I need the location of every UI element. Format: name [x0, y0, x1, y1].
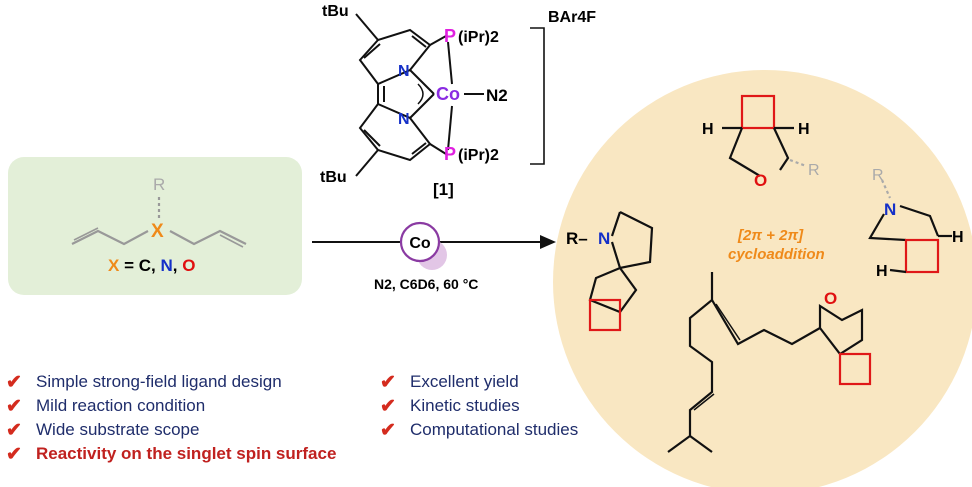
feature-item: ✔Kinetic studies	[380, 395, 520, 417]
compound-label: [1]	[433, 180, 454, 199]
iPr-top: (iPr)2	[458, 29, 499, 46]
checkmark-icon: ✔	[6, 419, 22, 441]
N-upper: N	[398, 63, 410, 80]
feature-item: ✔Computational studies	[380, 419, 579, 441]
co-catalyst-label: Co	[409, 235, 431, 252]
iPr-bottom: (iPr)2	[458, 147, 499, 164]
checkmark-icon: ✔	[380, 419, 396, 441]
Co-center: Co	[436, 84, 460, 104]
co-catalyst-circle	[399, 221, 441, 263]
carbene-arc	[417, 83, 424, 105]
substrate-box	[8, 157, 302, 295]
thf-H-left: H	[702, 121, 714, 138]
pyrrolidine-H-bottom: H	[876, 263, 888, 280]
feature-item: ✔Excellent yield	[380, 371, 519, 393]
substrate-legend: X = C, N, O	[108, 256, 195, 275]
checkmark-icon: ✔	[6, 371, 22, 393]
thf-product	[722, 94, 807, 177]
spiro-N: N	[598, 229, 610, 248]
pyrrolidine-N: N	[884, 200, 896, 219]
cycloaddition-label-2: cycloaddition	[728, 246, 825, 263]
features-right: ✔Excellent yield ✔Kinetic studies ✔Compu…	[380, 370, 578, 442]
product-circle	[553, 70, 972, 487]
checkmark-icon: ✔	[6, 395, 22, 417]
spiro-R: R–	[566, 229, 588, 248]
substrate-X: X	[151, 221, 164, 242]
feature-item-highlight: ✔Reactivity on the singlet spin surface	[6, 443, 337, 465]
pyrrolidine-product	[868, 179, 952, 274]
tBu-top: tBu	[322, 3, 349, 20]
counterion: BAr4F	[548, 9, 596, 26]
terpene-O: O	[824, 289, 837, 308]
P-bottom: P	[444, 144, 456, 164]
feature-item: ✔Mild reaction condition	[6, 395, 206, 417]
catalyst-structure	[355, 13, 545, 177]
cycloaddition-label-1: [2π + 2π]	[737, 227, 804, 244]
feature-item: ✔Simple strong-field ligand design	[6, 371, 282, 393]
checkmark-icon: ✔	[380, 395, 396, 417]
feature-item: ✔Wide substrate scope	[6, 419, 200, 441]
tBu-bottom: tBu	[320, 169, 347, 186]
thf-O: O	[754, 171, 767, 190]
diallyl-substrate	[71, 194, 247, 248]
arrow-head-icon	[540, 235, 556, 249]
checkmark-icon: ✔	[380, 371, 396, 393]
P-top: P	[444, 26, 456, 46]
features-left: ✔Simple strong-field ligand design ✔Mild…	[6, 370, 336, 466]
N-lower: N	[398, 111, 410, 128]
substrate-R: R	[153, 175, 165, 194]
N2-ligand: N2	[486, 86, 508, 105]
terpene-product	[667, 272, 872, 453]
thf-H-right: H	[798, 121, 810, 138]
thf-R: R	[808, 162, 820, 179]
pyrrolidine-R: R	[872, 167, 884, 184]
conditions: N2, C6D6, 60 °C	[374, 276, 478, 292]
checkmark-icon: ✔	[6, 443, 22, 465]
pyrrolidine-H-top: H	[952, 229, 964, 246]
spiro-product	[588, 211, 654, 332]
